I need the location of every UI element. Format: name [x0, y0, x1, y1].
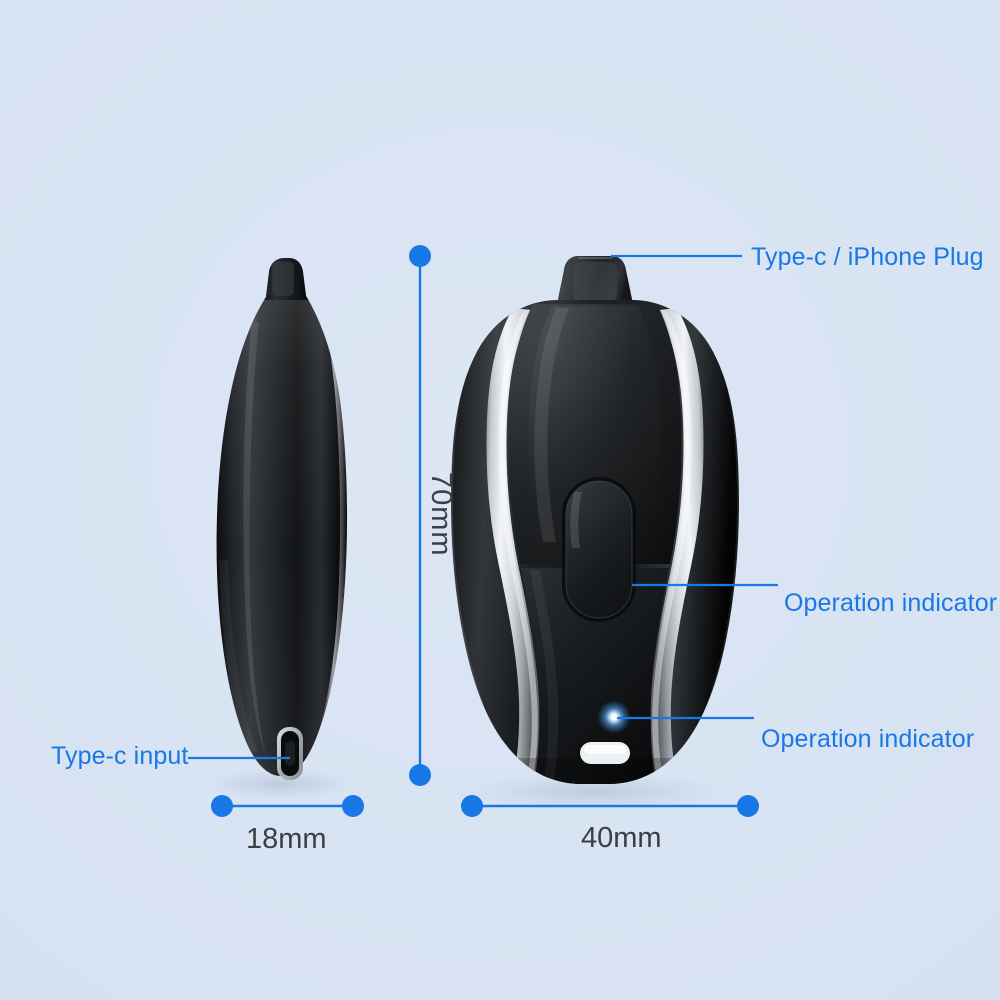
center-button-cap	[566, 481, 632, 618]
dimension-label-width-front: 40mm	[581, 822, 662, 854]
callout-label-type-c-input: Type-c input	[51, 742, 189, 770]
callout-label-operation-indicator-button: Operation indicator	[784, 589, 998, 617]
callout-label-plug: Type-c / iPhone Plug	[751, 243, 984, 271]
dimension-dot-icon	[342, 795, 364, 817]
usb-c-port	[277, 727, 303, 780]
dimension-lines	[211, 245, 759, 817]
product-side-view	[216, 258, 348, 780]
dimension-dot-icon	[461, 795, 483, 817]
callout-leaders	[188, 254, 778, 760]
usb-c-port-tongue	[285, 741, 295, 766]
front-view-shadow	[453, 772, 737, 812]
dimension-label-width-side: 18mm	[246, 823, 327, 855]
dimension-dot-icon	[737, 795, 759, 817]
center-button[interactable]	[562, 477, 636, 622]
product-front-view	[451, 256, 739, 784]
dimension-dot-icon	[409, 764, 431, 786]
led-core	[610, 713, 618, 721]
side-plug-face	[272, 262, 294, 296]
side-view-shadow	[203, 768, 359, 800]
dimension-dot-icon	[211, 795, 233, 817]
bottom-pill	[577, 740, 633, 766]
callout-label-operation-indicator-led: Operation indicator	[761, 725, 975, 753]
dimension-dot-icon	[409, 245, 431, 267]
led-dot	[597, 700, 631, 734]
dimension-label-height: 70mm	[425, 472, 457, 557]
center-button-highlight	[570, 492, 582, 548]
